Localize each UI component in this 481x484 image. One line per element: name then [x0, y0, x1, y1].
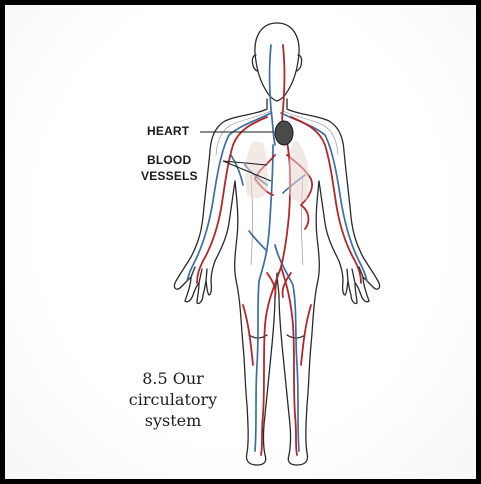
caption-line-1: 8.5 Our — [113, 368, 233, 389]
blood-vessels-label-line2: VESSELS — [141, 169, 198, 184]
organ-shading — [245, 141, 309, 202]
diagram-panel: HEART BLOOD VESSELS 8.5 Our circulatory … — [5, 5, 476, 479]
human-body-illustration — [5, 5, 476, 479]
heart-label: HEART — [147, 124, 189, 139]
blood-vessels-label-line1: BLOOD — [147, 153, 191, 168]
caption-line-3: system — [113, 410, 233, 431]
heart-icon — [275, 121, 293, 145]
figure-caption: 8.5 Our circulatory system — [113, 368, 233, 431]
caption-line-2: circulatory — [113, 389, 233, 410]
